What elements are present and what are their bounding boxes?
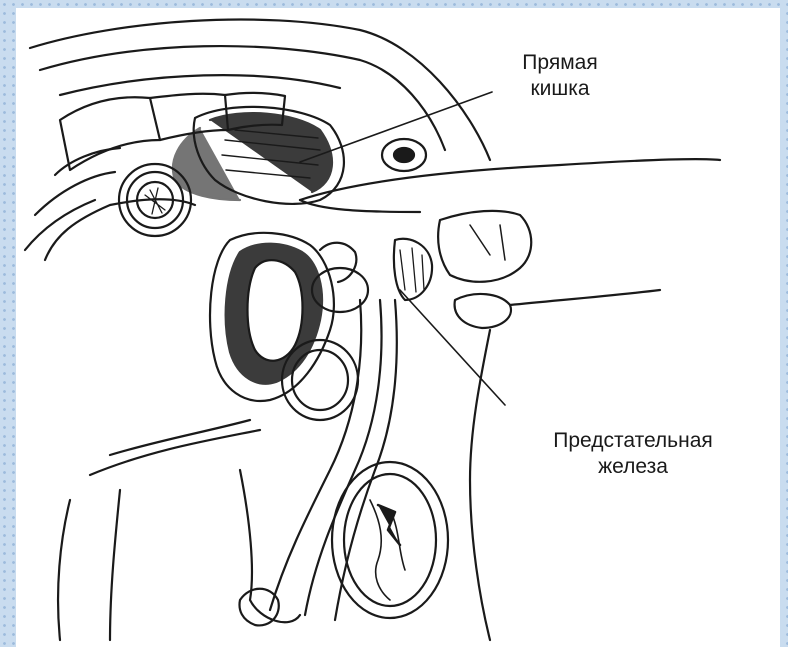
testis — [332, 462, 448, 618]
label-rectum-line2: кишка — [500, 76, 620, 102]
bladder — [210, 233, 334, 401]
vessel-circle — [382, 139, 426, 171]
prostate-leader-line — [400, 290, 505, 405]
label-rectum: Прямая кишка — [500, 50, 620, 102]
label-rectum-line1: Прямая — [500, 50, 620, 76]
label-prostate: Предстательная железа — [508, 428, 758, 480]
body-contours — [58, 420, 260, 640]
examining-hand — [300, 159, 720, 640]
label-prostate-line2: железа — [508, 454, 758, 480]
label-prostate-line1: Предстательная — [508, 428, 758, 454]
